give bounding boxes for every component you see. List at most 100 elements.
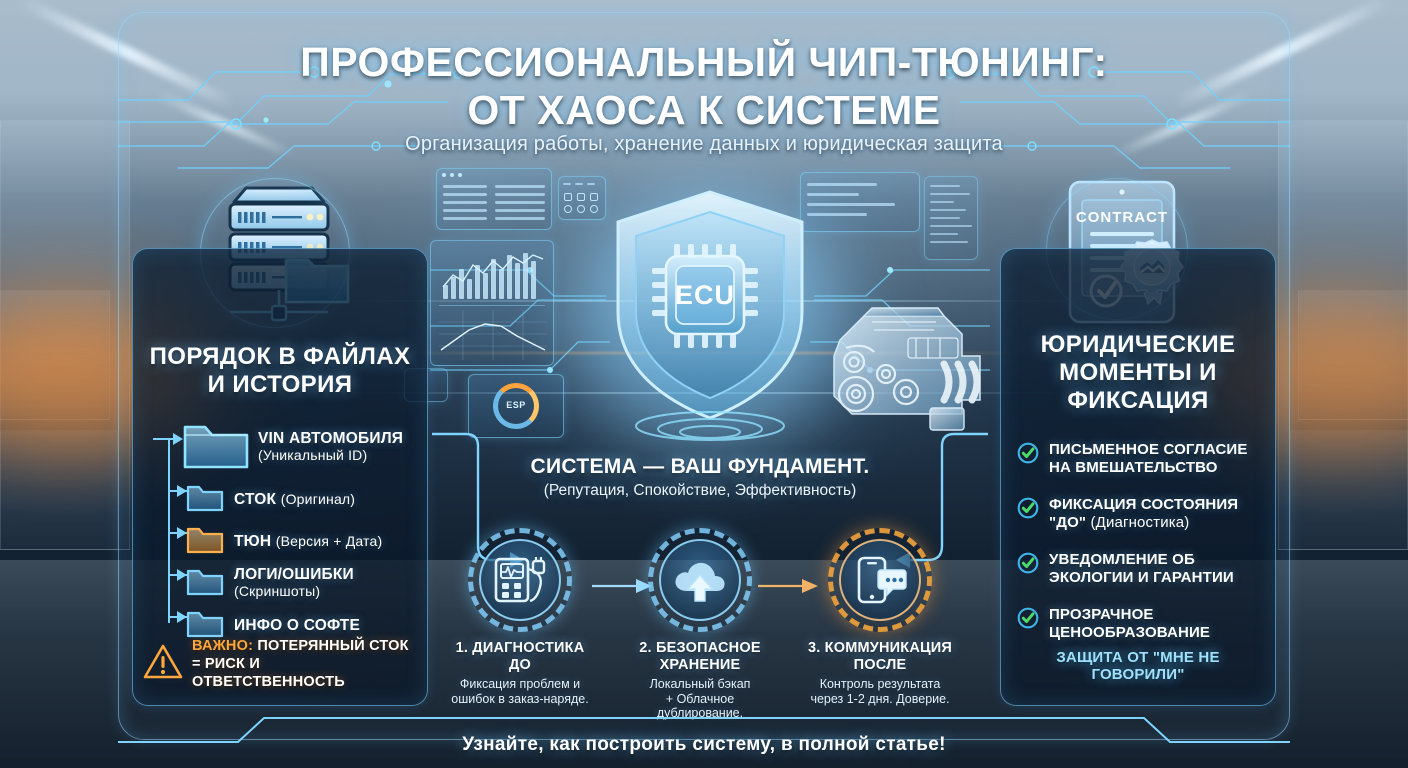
folder-open-icon: [181, 415, 253, 478]
right-panel: ЮРИДИЧЕСКИЕ МОМЕНТЫ И ФИКСАЦИЯ ПИСЬМЕННО…: [1000, 248, 1276, 706]
folder-logs-title: ЛОГИ/ОШИБКИ: [234, 566, 354, 583]
background-crate-left: [0, 290, 110, 420]
bottom-band-frame: [118, 717, 1290, 743]
step-3-title-line1: 3. КОММУНИКАЦИЯ: [807, 640, 953, 656]
folder-tree-item-tune[interactable]: ТЮН (Версия + Дата): [185, 520, 417, 562]
left-panel-heading: ПОРЯДОК В ФАЙЛАХ И ИСТОРИЯ: [141, 343, 419, 399]
center-claim-line2: (Репутация, Спокойствие, Эффективность): [543, 482, 857, 499]
cloud-upload-icon: [648, 528, 752, 632]
folder-root-sub: (Уникальный ID): [258, 446, 368, 463]
check-circle-icon: [1017, 552, 1039, 579]
step-1-desc-line1: Фиксация проблем и: [459, 677, 581, 691]
step-2-desc: Локальный бэкап + Облачное дублирование.: [616, 677, 784, 721]
folder-root-title: VIN АВТОМОБИЛЯ: [258, 429, 404, 447]
diagnostic-scanner-icon: [468, 528, 572, 632]
right-panel-heading: ЮРИДИЧЕСКИЕ МОМЕНТЫ И ФИКСАЦИЯ: [1009, 331, 1267, 415]
page-title: ПРОФЕССИОНАЛЬНЫЙ ЧИП-ТЮНИНГ: ОТ ХАОСА К …: [0, 38, 1408, 134]
legal-item-4-line1: ПРОЗРАЧНОЕ: [1049, 606, 1154, 623]
background-crate-right: [1298, 290, 1408, 420]
hud-window-right-top: [800, 172, 920, 232]
folder-stock-title: СТОК: [234, 490, 277, 508]
hud-window-list: [436, 168, 552, 230]
process-step-2[interactable]: 2. БЕЗОПАСНОЕ ХРАНЕНИЕ Локальный бэкап +…: [616, 528, 784, 721]
step-2-title-line2: ХРАНЕНИЕ: [659, 657, 741, 673]
legal-checklist: ПИСЬМЕННОЕ СОГЛАСИЕ НА ВМЕШАТЕЛЬСТВО ФИК…: [1017, 441, 1265, 661]
step-3-desc-line2: через 1-2 дня. Доверие.: [810, 691, 950, 706]
left-panel-heading-line2: И ИСТОРИЯ: [207, 371, 353, 398]
check-circle-icon: [1017, 442, 1039, 469]
warning-line2: = РИСК И ОТВЕТСТВЕННОСТЬ: [192, 656, 345, 690]
phone-chat-icon: [828, 528, 932, 632]
step-2-desc-line2: + Облачное: [665, 691, 735, 706]
check-circle-icon: [1017, 607, 1039, 634]
step-3-desc-line1: Контроль результата: [819, 677, 941, 691]
step-1-title: 1. ДИАГНОСТИКА ДО: [436, 640, 604, 674]
page-title-line1: ПРОФЕССИОНАЛЬНЫЙ ЧИП-ТЮНИНГ:: [300, 39, 1108, 85]
hud-cluster-right: [800, 172, 980, 362]
step-2-desc-line1: Локальный бэкап: [649, 677, 751, 691]
important-warning: ВАЖНО: ПОТЕРЯННЫЙ СТОК = РИСК И ОТВЕТСТВ…: [143, 637, 417, 691]
step-3-ring: [828, 528, 932, 632]
legal-checklist-item[interactable]: ПРОЗРАЧНОЕ ЦЕНООБРАЗОВАНИЕ: [1017, 606, 1265, 641]
legal-checklist-item[interactable]: УВЕДОМЛЕНИЕ ОБ ЭКОЛОГИИ И ГАРАНТИИ: [1017, 551, 1265, 586]
step-1-title-line1: 1. ДИАГНОСТИКА: [455, 640, 585, 656]
legal-item-1-line1: ПИСЬМЕННОЕ СОГЛАСИЕ: [1049, 441, 1248, 458]
legal-checklist-item[interactable]: ФИКСАЦИЯ СОСТОЯНИЯ "ДО" (Диагностика): [1017, 496, 1265, 531]
folder-stock-note: (Оригинал): [280, 490, 356, 507]
hud-window-right-code: [924, 176, 978, 260]
step-3-desc: Контроль результата через 1-2 дня. Довер…: [796, 677, 964, 706]
folder-tree-root[interactable]: VIN АВТОМОБИЛЯ (Уникальный ID): [151, 415, 417, 478]
step-2-ring: [648, 528, 752, 632]
legal-item-2-line2-soft: (Диагностика): [1090, 513, 1190, 531]
folder-tune-title: ТЮН: [234, 532, 272, 550]
warning-highlight: ВАЖНО:: [192, 638, 254, 654]
folder-stock-label: СТОК (Оригинал): [234, 491, 355, 508]
legal-item-2-line2: "ДО": [1049, 513, 1091, 531]
folder-tune-note: (Версия + Дата): [275, 532, 383, 549]
right-panel-heading-line3: ФИКСАЦИЯ: [1067, 387, 1209, 414]
folder-tree-item-software[interactable]: ИНФО О СОФТЕ: [185, 604, 417, 646]
folder-software-label: ИНФО О СОФТЕ: [234, 616, 360, 634]
legal-checklist-text: ФИКСАЦИЯ СОСТОЯНИЯ "ДО" (Диагностика): [1049, 496, 1238, 531]
warning-triangle-icon: [143, 643, 183, 686]
folder-tree-item-logs[interactable]: ЛОГИ/ОШИБКИ (Скриншоты): [185, 562, 417, 604]
right-panel-heading-line2: МОМЕНТЫ И: [1059, 359, 1217, 386]
legal-checklist-item[interactable]: ПИСЬМЕННОЕ СОГЛАСИЕ НА ВМЕШАТЕЛЬСТВО: [1017, 441, 1265, 476]
hud-cluster-left: ESP: [404, 168, 606, 438]
folder-icon: [185, 565, 225, 602]
footer-cta-band[interactable]: Узнайте, как построить систему, в полной…: [118, 722, 1290, 768]
folder-logs-label: ЛОГИ/ОШИБКИ (Скриншоты): [234, 566, 354, 600]
step-3-title: 3. КОММУНИКАЦИЯ ПОСЛЕ: [796, 640, 964, 674]
hud-gauge-panel: ESP: [468, 374, 564, 438]
process-step-3[interactable]: 3. КОММУНИКАЦИЯ ПОСЛЕ Контроль результат…: [796, 528, 964, 706]
hud-gauge-label: ESP: [506, 400, 526, 410]
legal-item-3-line1: УВЕДОМЛЕНИЕ ОБ: [1049, 551, 1195, 568]
page-title-line2: ОТ ХАОСА К СИСТЕМЕ: [467, 87, 941, 133]
folder-tree: VIN АВТОМОБИЛЯ (Уникальный ID): [151, 415, 417, 646]
folder-tune-label: ТЮН (Версия + Дата): [234, 533, 382, 550]
warning-text: ВАЖНО: ПОТЕРЯННЫЙ СТОК = РИСК И ОТВЕТСТВ…: [192, 637, 417, 691]
shield-chip-label: ECU: [675, 280, 735, 310]
step-3-title-line2: ПОСЛЕ: [853, 657, 907, 673]
step-1-title-line2: ДО: [508, 657, 531, 673]
hud-window-chart: [430, 240, 554, 366]
step-2-title-line1: 2. БЕЗОПАСНОЕ: [639, 640, 761, 656]
process-step-1[interactable]: 1. ДИАГНОСТИКА ДО Фиксация проблем и оши…: [436, 528, 604, 706]
shield-ecu-emblem: ECU: [596, 186, 824, 448]
legal-item-3-line2: ЭКОЛОГИИ И ГАРАНТИИ: [1049, 568, 1234, 586]
process-steps: 1. ДИАГНОСТИКА ДО Фиксация проблем и оши…: [440, 528, 960, 728]
folder-icon: [185, 607, 225, 644]
legal-checklist-text: УВЕДОМЛЕНИЕ ОБ ЭКОЛОГИИ И ГАРАНТИИ: [1049, 551, 1234, 586]
legal-item-2-line1: ФИКСАЦИЯ СОСТОЯНИЯ: [1049, 496, 1239, 513]
step-1-desc: Фиксация проблем и ошибок в заказ-наряде…: [436, 677, 604, 706]
background-shelf-right: [1290, 430, 1408, 550]
folder-logs-note: (Скриншоты): [234, 583, 321, 599]
left-panel-heading-line1: ПОРЯДОК В ФАЙЛАХ: [149, 343, 411, 370]
legal-checklist-text: ПРОЗРАЧНОЕ ЦЕНООБРАЗОВАНИЕ: [1049, 606, 1210, 641]
folder-tree-item-stock[interactable]: СТОК (Оригинал): [185, 478, 417, 520]
step-2-title: 2. БЕЗОПАСНОЕ ХРАНЕНИЕ: [616, 640, 784, 674]
folder-icon: [185, 523, 225, 560]
right-panel-heading-line1: ЮРИДИЧЕСКИЕ: [1040, 331, 1236, 358]
step-arrow-1-2: [592, 579, 652, 593]
